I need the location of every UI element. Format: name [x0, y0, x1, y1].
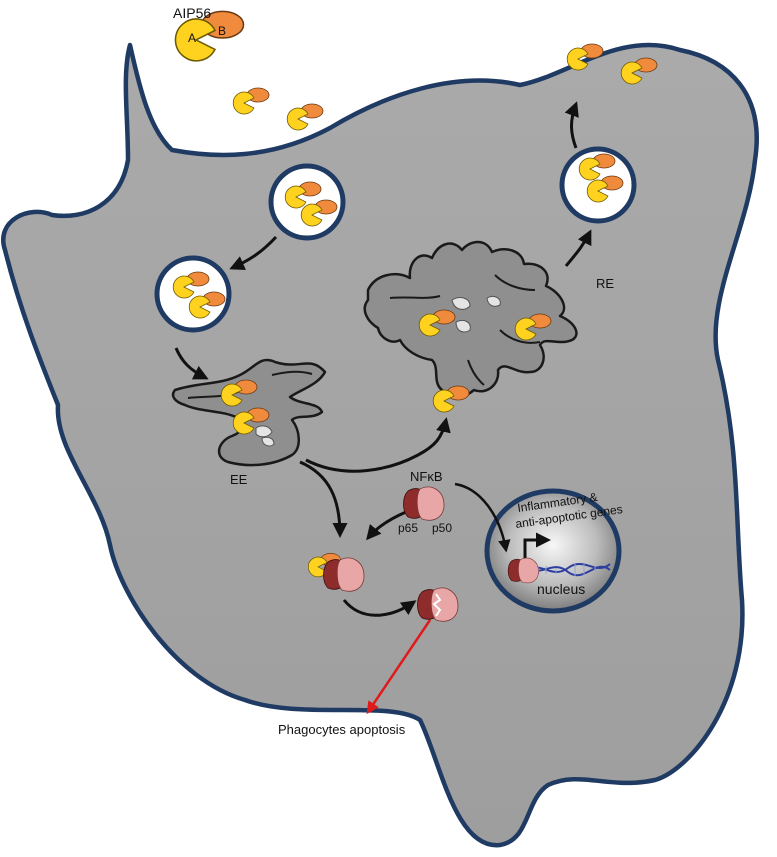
p65-label: p65 — [398, 521, 418, 535]
nfkb-dimers — [323, 486, 539, 622]
aip56-toxin — [418, 309, 456, 337]
aip56-toxin — [578, 153, 616, 181]
subunit-a-label: A — [188, 31, 196, 45]
arrow-re-to-vesicle — [564, 229, 592, 267]
arrow-ee-to-nfkb — [299, 460, 348, 538]
aip56-toxins — [172, 10, 658, 578]
subunit-b-label: B — [218, 24, 226, 38]
aip56-toxin — [566, 43, 604, 71]
aip56-toxin — [174, 10, 245, 62]
aip56-toxin — [232, 87, 270, 115]
arrow-apoptosis — [366, 619, 432, 715]
p50-label: p50 — [432, 521, 452, 535]
nfkb-label: NFκB — [410, 469, 443, 484]
nfkb-dimer — [403, 486, 445, 521]
phagocyte-cell — [1, 42, 759, 848]
aip56-toxin — [514, 313, 552, 341]
aip56-toxin — [300, 199, 338, 227]
aip56-label: AIP56 — [173, 5, 211, 21]
nfkb-dimer — [323, 557, 365, 592]
re-label: RE — [596, 276, 614, 291]
aip56-toxin — [620, 57, 658, 85]
arrow-vesicle2-to-ee — [174, 347, 209, 380]
aip56-toxin — [188, 291, 226, 319]
aip56-toxin — [586, 175, 624, 203]
arrow-nfkb-to-complex — [366, 510, 407, 541]
arrow-transcription — [523, 532, 551, 560]
endocytic-vesicle-1 — [268, 163, 346, 241]
recycling-endosome — [363, 240, 578, 399]
nfkb-dimer — [507, 557, 539, 584]
arrow-exocytosis — [564, 101, 579, 149]
arrow-complex-to-cleaved — [342, 599, 417, 617]
aip56-toxin — [284, 181, 322, 209]
aip56-toxin — [172, 271, 210, 299]
nucleus-label: nucleus — [537, 581, 585, 597]
cleaved-nfkb — [417, 587, 459, 622]
aip56-toxin — [220, 379, 258, 407]
arrow-vesicle1-to-vesicle2 — [229, 235, 278, 270]
arrow-nfkb-to-nucleus — [454, 482, 511, 553]
aip56-toxin — [432, 385, 470, 413]
ee-label: EE — [230, 472, 248, 487]
aip56-toxin — [286, 103, 324, 131]
arrow-ee-to-re — [305, 417, 451, 473]
aip56-toxin — [232, 407, 270, 435]
outcome-label: Phagocytes apoptosis — [278, 722, 406, 737]
